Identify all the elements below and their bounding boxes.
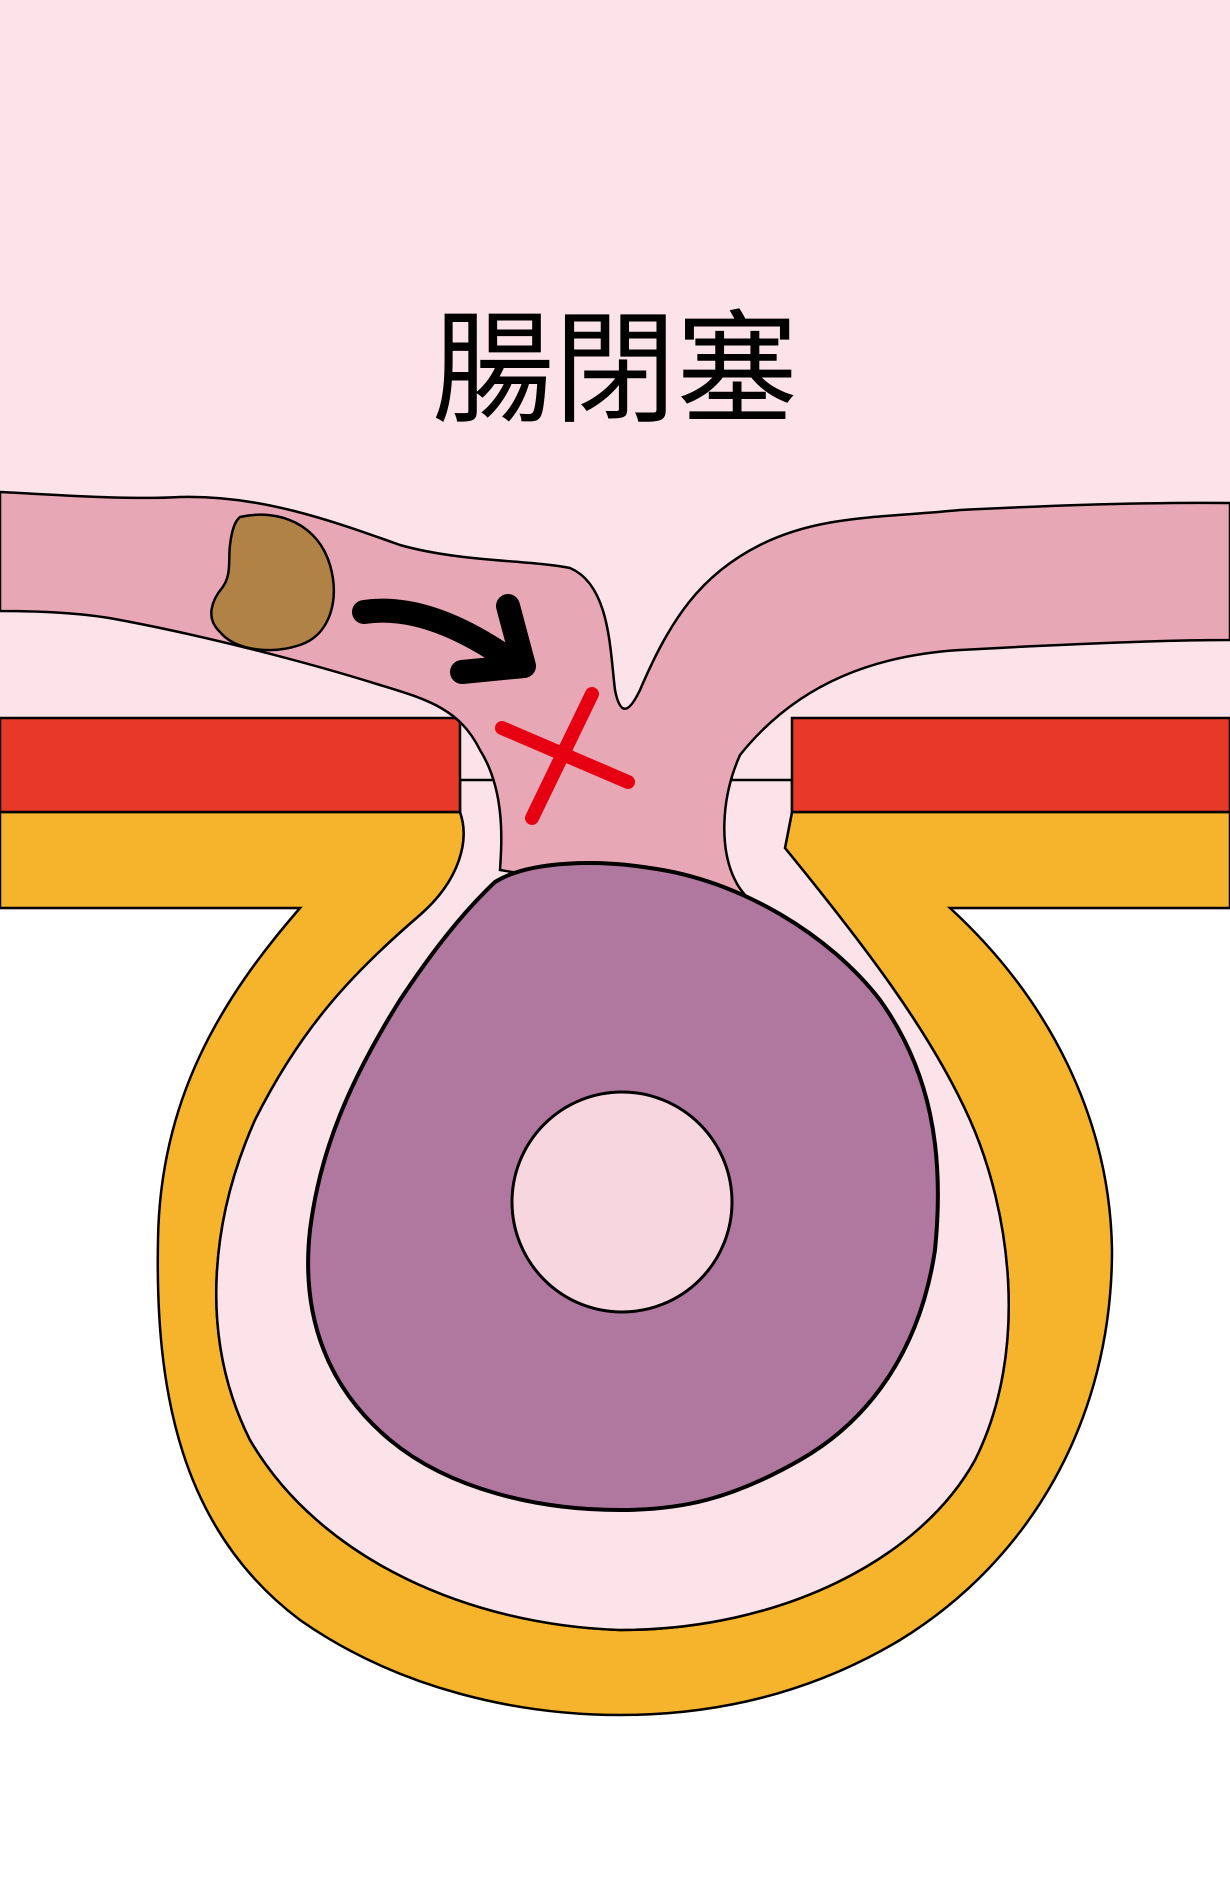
- red-tissue-layer-right: [790, 716, 1230, 814]
- cross-mark-icon: [495, 687, 635, 825]
- red-tissue-layer-left: [0, 716, 462, 814]
- bowel-lumen: [510, 1090, 734, 1314]
- curved-arrow-icon: [352, 594, 536, 684]
- stool-mass: [210, 513, 335, 652]
- diagram-title: 腸閉塞: [432, 299, 798, 441]
